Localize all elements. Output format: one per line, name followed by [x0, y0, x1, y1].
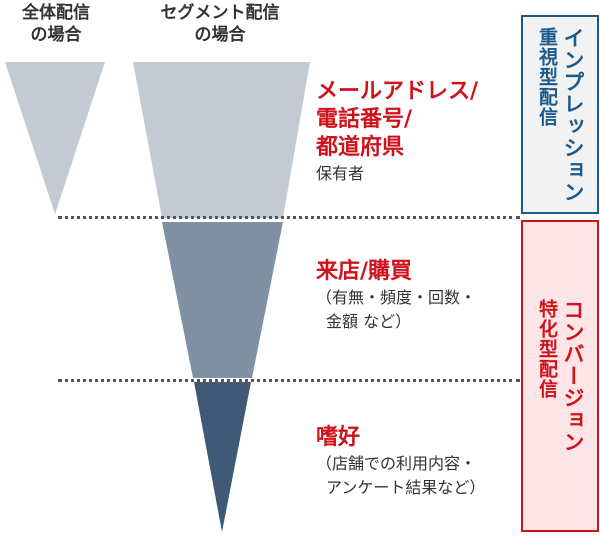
segment-level-3 — [194, 382, 251, 532]
segment-level-2 — [162, 222, 283, 378]
all-delivery-triangle — [5, 62, 105, 214]
label-line: インプレッション — [561, 26, 585, 203]
header-line: の場合 — [30, 25, 82, 45]
level-desc: アンケート結果など） — [326, 478, 486, 497]
label-line: 特化型配信 — [536, 299, 558, 399]
header-all-delivery: 全体配信 の場合 — [0, 2, 112, 46]
segment-level-1 — [133, 62, 310, 218]
level-desc: 保有者 — [316, 164, 365, 183]
header-line: セグメント配信 — [160, 3, 280, 23]
divider-line — [58, 379, 520, 382]
conversion-label: コンバージョン特化型配信 — [534, 299, 586, 453]
label-line: コンバージョン — [561, 299, 585, 453]
level-3-label: 嗜好 （店舗での利用内容・ アンケート結果など） — [316, 424, 485, 500]
level-title: 嗜好 — [316, 425, 361, 450]
impression-label: インプレッション重視型配信 — [534, 27, 586, 203]
level-title: 電話番号/ — [316, 107, 413, 132]
level-desc: （有無・頻度・回数・ — [316, 288, 477, 307]
level-2-label: 来店/購買 （有無・頻度・回数・ 金額 など） — [316, 258, 476, 334]
level-title: 来店/購買 — [316, 259, 413, 284]
header-line: 全体配信 — [22, 3, 90, 23]
level-1-label: メールアドレス/ 電話番号/ 都道府県 保有者 — [316, 78, 478, 186]
header-segment-delivery: セグメント配信 の場合 — [130, 2, 310, 46]
divider-line — [58, 216, 520, 219]
impression-box: インプレッション重視型配信 — [521, 15, 599, 214]
conversion-box: コンバージョン特化型配信 — [521, 220, 599, 532]
level-desc: （店舗での利用内容・ — [316, 454, 477, 473]
level-title: 都道府県 — [316, 135, 405, 160]
level-desc: 金額 など） — [326, 312, 412, 331]
header-line: の場合 — [194, 25, 246, 45]
label-line: 重視型配信 — [536, 26, 558, 127]
level-title: メールアドレス/ — [316, 79, 479, 104]
